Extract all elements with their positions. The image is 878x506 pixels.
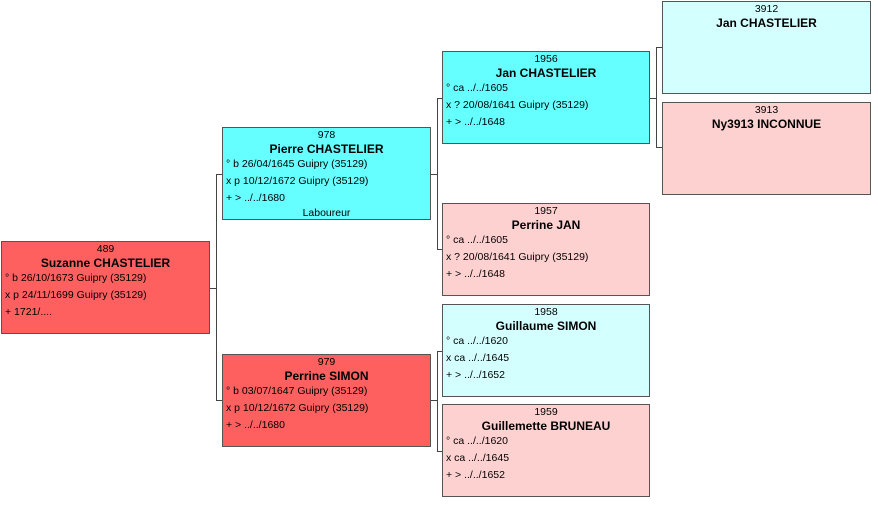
birth-event: ° b 26/10/1673 Guipry (35129) bbox=[5, 272, 147, 284]
connector-line bbox=[216, 174, 217, 401]
birth-event: ° b 26/04/1645 Guipry (35129) bbox=[226, 158, 368, 170]
connector-line bbox=[431, 400, 437, 401]
death-event: + > ../../1680 bbox=[226, 192, 285, 204]
sosa-number: 1958 bbox=[534, 306, 558, 318]
sosa-number: 3913 bbox=[754, 104, 779, 116]
sosa-number: 1956 bbox=[534, 53, 558, 65]
connector-line bbox=[656, 47, 662, 48]
person-box-489[interactable]: 489 Suzanne CHASTELIER ° b 26/10/1673 Gu… bbox=[1, 241, 210, 334]
marriage-event: x ? 20/08/1641 Guipry (35129) bbox=[446, 99, 589, 111]
person-box-1957[interactable]: 1957 Perrine JAN ° ca ../../1605 x ? 20/… bbox=[442, 203, 650, 296]
sosa-number: 978 bbox=[317, 129, 336, 141]
death-event: + 1721/.... bbox=[5, 306, 52, 318]
connector-line bbox=[656, 147, 662, 148]
person-box-1958[interactable]: 1958 Guillaume SIMON ° ca ../../1620 x c… bbox=[442, 304, 650, 397]
marriage-event: x ? 20/08/1641 Guipry (35129) bbox=[446, 251, 589, 263]
death-event: + > ../../1652 bbox=[446, 469, 505, 481]
death-event: + > ../../1680 bbox=[226, 419, 285, 431]
sosa-number: 489 bbox=[96, 243, 115, 255]
connector-line bbox=[216, 174, 222, 175]
sosa-number: 979 bbox=[317, 356, 336, 368]
sosa-number: 1957 bbox=[534, 205, 558, 217]
person-name: Perrine SIMON bbox=[284, 369, 369, 383]
birth-event: ° ca ../../1605 bbox=[446, 82, 508, 94]
connector-line bbox=[431, 174, 437, 175]
connector-line bbox=[437, 98, 442, 99]
connector-line bbox=[437, 98, 438, 250]
occupation: Laboureur bbox=[302, 207, 351, 219]
person-name: Jan CHASTELIER bbox=[495, 66, 597, 80]
birth-event: ° ca ../../1620 bbox=[446, 435, 508, 447]
person-name: Perrine JAN bbox=[511, 218, 581, 232]
person-name: Suzanne CHASTELIER bbox=[40, 256, 171, 270]
marriage-event: x ca ../../1645 bbox=[446, 452, 510, 464]
connector-line bbox=[437, 351, 438, 452]
death-event: + > ../../1648 bbox=[446, 268, 505, 280]
marriage-event: x p 10/12/1672 Guipry (35129) bbox=[226, 175, 369, 187]
person-box-1959[interactable]: 1959 Guillemette BRUNEAU ° ca ../../1620… bbox=[442, 404, 650, 497]
connector-line bbox=[437, 351, 442, 352]
death-event: + > ../../1648 bbox=[446, 116, 505, 128]
person-name: Guillaume SIMON bbox=[495, 319, 597, 333]
person-name: Ny3913 INCONNUE bbox=[711, 117, 822, 131]
birth-event: ° b 03/07/1647 Guipry (35129) bbox=[226, 385, 368, 397]
marriage-event: x ca ../../1645 bbox=[446, 352, 510, 364]
connector-line bbox=[437, 451, 442, 452]
person-box-3912[interactable]: 3912 Jan CHASTELIER bbox=[662, 1, 871, 94]
connector-line bbox=[210, 288, 216, 289]
birth-event: ° ca ../../1620 bbox=[446, 335, 508, 347]
birth-event: ° ca ../../1605 bbox=[446, 234, 508, 246]
connector-line bbox=[650, 98, 656, 99]
person-name: Pierre CHASTELIER bbox=[269, 142, 384, 156]
connector-line bbox=[656, 47, 657, 148]
connector-line bbox=[437, 249, 442, 250]
person-box-979[interactable]: 979 Perrine SIMON ° b 03/07/1647 Guipry … bbox=[222, 354, 431, 447]
marriage-event: x p 24/11/1699 Guipry (35129) bbox=[5, 289, 147, 301]
person-box-3913[interactable]: 3913 Ny3913 INCONNUE bbox=[662, 102, 871, 195]
marriage-event: x p 10/12/1672 Guipry (35129) bbox=[226, 402, 369, 414]
sosa-number: 3912 bbox=[754, 3, 779, 15]
person-name: Jan CHASTELIER bbox=[716, 16, 817, 30]
person-name: Guillemette BRUNEAU bbox=[481, 419, 611, 433]
connector-line bbox=[216, 400, 222, 401]
sosa-number: 1959 bbox=[534, 406, 558, 418]
person-box-978[interactable]: 978 Pierre CHASTELIER ° b 26/04/1645 Gui… bbox=[222, 127, 431, 220]
death-event: + > ../../1652 bbox=[446, 369, 505, 381]
person-box-1956[interactable]: 1956 Jan CHASTELIER ° ca ../../1605 x ? … bbox=[442, 51, 650, 144]
